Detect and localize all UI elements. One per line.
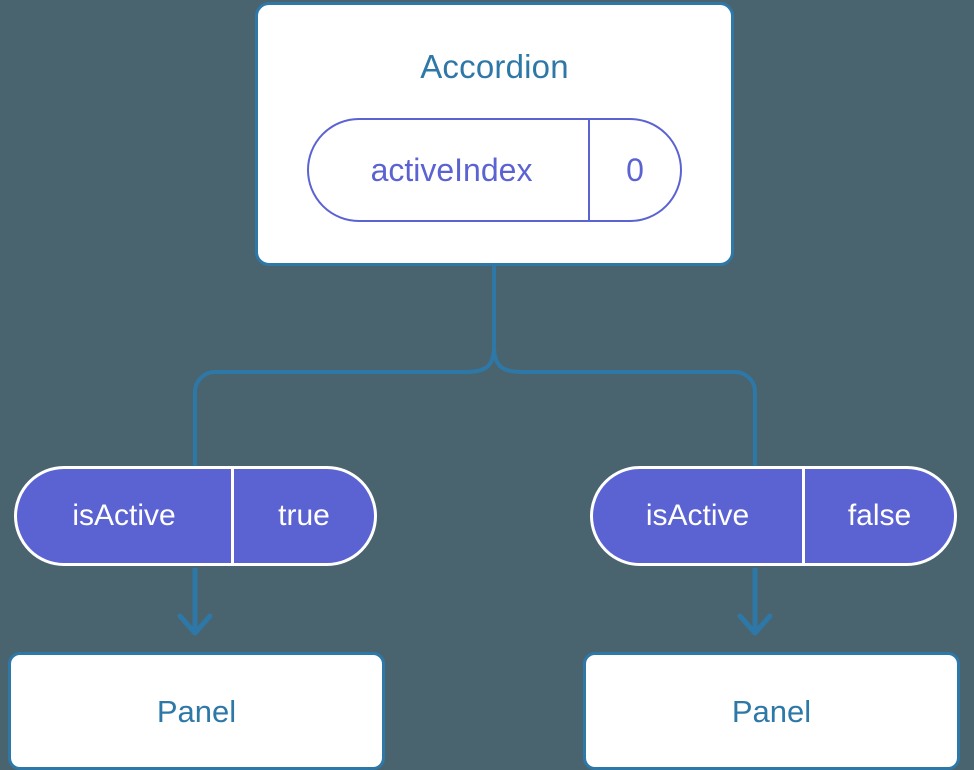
connector-branch-left — [193, 344, 496, 470]
state-pill-activeindex[interactable]: activeIndex 0 — [307, 118, 682, 222]
prop-pill-key: isActive — [17, 469, 234, 563]
prop-pill-value: true — [278, 499, 330, 532]
state-pill-key: activeIndex — [309, 120, 590, 220]
component-title: Accordion — [420, 48, 569, 85]
state-pill-value: 0 — [626, 151, 644, 188]
component-card-panel-left[interactable]: Panel — [8, 652, 385, 770]
prop-pill-isactive-true[interactable]: isActive true — [14, 466, 377, 566]
component-title: Panel — [731, 693, 812, 729]
prop-pill-isactive-false[interactable]: isActive false — [590, 466, 957, 566]
prop-pill-value: false — [847, 499, 912, 532]
component-card-panel-right[interactable]: Panel — [583, 652, 960, 770]
prop-pill-key: isActive — [593, 469, 805, 563]
component-title: Panel — [156, 693, 237, 729]
connector-branch-right — [492, 344, 757, 470]
arrow-right-head-icon — [737, 613, 773, 636]
arrow-left-head-icon — [177, 613, 213, 636]
